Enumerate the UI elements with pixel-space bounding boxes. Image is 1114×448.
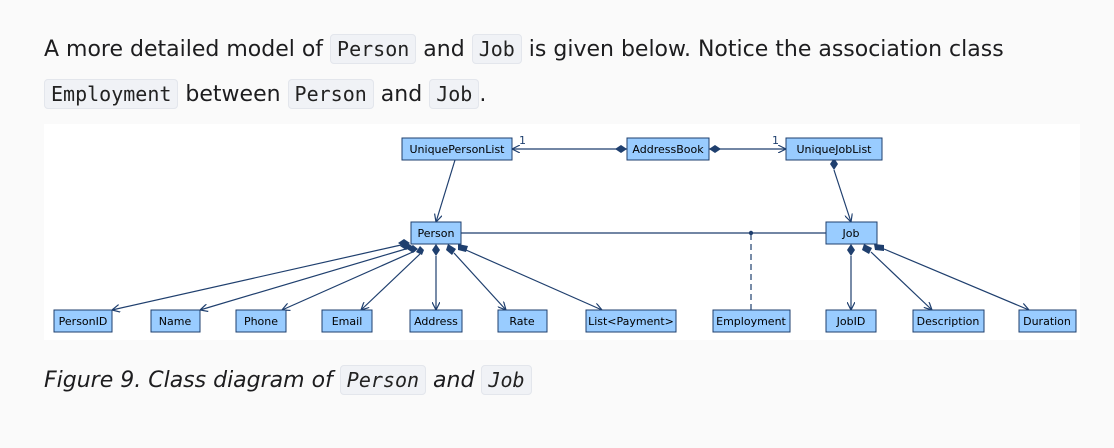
diamond bbox=[407, 245, 418, 253]
class-label: Person bbox=[418, 227, 455, 240]
class-label: Duration bbox=[1023, 315, 1071, 328]
intro-text: . bbox=[479, 82, 487, 107]
connectors bbox=[112, 149, 1029, 310]
code-employment: Employment bbox=[44, 79, 179, 109]
class-label: Address bbox=[414, 315, 458, 328]
diamond bbox=[446, 244, 456, 255]
figure-caption: Figure 9. Class diagram of Person and Jo… bbox=[44, 358, 532, 403]
intro-paragraph: A more detailed model of Person and Job … bbox=[44, 27, 1094, 117]
person-name-link bbox=[200, 247, 410, 310]
person-rate-link bbox=[453, 252, 506, 310]
person-email-link bbox=[361, 253, 421, 310]
person-personid-link bbox=[112, 244, 402, 310]
list-payment-box bbox=[585, 309, 677, 333]
intro-text: A more detailed model of bbox=[44, 37, 331, 62]
code-job: Job bbox=[481, 365, 532, 395]
intro-text: and bbox=[416, 37, 472, 62]
intro-text: and bbox=[373, 82, 430, 107]
description-box bbox=[912, 309, 985, 333]
job-description-link bbox=[870, 251, 932, 310]
class-label: Employment bbox=[716, 315, 786, 328]
jobid-box bbox=[825, 309, 877, 333]
uniquejoblist-box bbox=[785, 137, 883, 161]
rate-box bbox=[497, 309, 548, 333]
diamond bbox=[830, 158, 838, 170]
multiplicity-labels: 1 1 bbox=[519, 134, 779, 147]
code-job: Job bbox=[471, 34, 522, 64]
person-payment-link bbox=[465, 249, 602, 310]
personlist-person-link bbox=[436, 159, 456, 222]
class-label: PersonID bbox=[59, 315, 108, 328]
diamond bbox=[847, 244, 855, 256]
class-label: AddressBook bbox=[632, 143, 704, 156]
class-label: Description bbox=[917, 315, 980, 328]
association-dot bbox=[748, 230, 754, 236]
multiplicity-left: 1 bbox=[519, 134, 526, 147]
composition-diamonds bbox=[398, 145, 884, 256]
employment-box bbox=[712, 309, 791, 333]
intro-text: between bbox=[178, 82, 288, 107]
personid-box bbox=[53, 309, 113, 333]
class-boxes bbox=[53, 137, 1077, 333]
duration-box bbox=[1018, 309, 1077, 333]
class-diagram: 1 1 UniquePersonList AddressBook UniqueJ… bbox=[44, 124, 1080, 340]
code-person: Person bbox=[339, 365, 427, 395]
email-box bbox=[321, 309, 373, 333]
multiplicity-right: 1 bbox=[772, 134, 779, 147]
class-label: UniquePersonList bbox=[410, 143, 506, 156]
class-diagram-svg: 1 1 UniquePersonList AddressBook UniqueJ… bbox=[53, 134, 1077, 333]
job-box bbox=[825, 221, 878, 245]
diamond bbox=[432, 244, 440, 256]
diamond bbox=[709, 145, 721, 153]
class-label: Phone bbox=[244, 315, 278, 328]
class-label: List<Payment> bbox=[588, 315, 674, 328]
addressbook-box bbox=[626, 137, 710, 161]
class-label: JobID bbox=[836, 315, 866, 328]
class-label: UniqueJobList bbox=[797, 143, 873, 156]
job-duration-link bbox=[883, 248, 1029, 310]
diamond bbox=[862, 244, 872, 254]
code-person: Person bbox=[287, 79, 374, 109]
class-label: Name bbox=[159, 315, 192, 328]
name-box bbox=[150, 309, 201, 333]
joblist-job-link bbox=[833, 169, 851, 222]
diamond bbox=[416, 246, 424, 255]
person-box bbox=[410, 221, 462, 245]
phone-box bbox=[235, 309, 287, 333]
code-person: Person bbox=[330, 34, 417, 64]
caption-text: and bbox=[426, 368, 482, 393]
class-label: Email bbox=[332, 315, 363, 328]
caption-text: Figure 9. Class diagram of bbox=[44, 368, 340, 393]
class-labels: UniquePersonList AddressBook UniqueJobLi… bbox=[59, 143, 1071, 328]
diamond bbox=[615, 145, 627, 153]
class-label: Rate bbox=[509, 315, 534, 328]
diamond bbox=[874, 244, 884, 251]
address-box bbox=[409, 309, 463, 333]
diamond bbox=[458, 244, 468, 252]
code-job: Job bbox=[429, 79, 480, 109]
person-phone-link bbox=[282, 250, 416, 310]
uniquepersonlist-box bbox=[401, 137, 513, 161]
class-label: Job bbox=[842, 227, 860, 240]
intro-text: is given below. Notice the association c… bbox=[521, 37, 1004, 62]
